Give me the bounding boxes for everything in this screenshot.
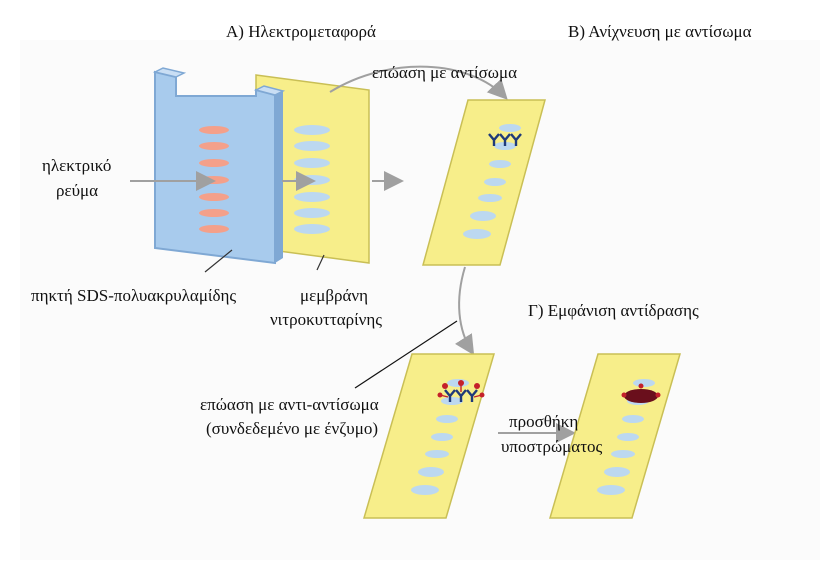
title-a: Α) Ηλεκτρομεταφορά (226, 22, 376, 41)
membrane-c2 (548, 353, 682, 519)
secondary-leader-line (354, 320, 458, 389)
title-c: Γ) Εμφάνιση αντίδρασης (528, 301, 699, 320)
signal-blob-icon (624, 389, 658, 403)
membrane-label-line1: μεμβράνη (300, 286, 368, 305)
secondary-arrow (454, 266, 475, 356)
incubate-secondary-label-line1: επώαση με αντι-αντίσωμα (200, 395, 379, 414)
antibody-icon (488, 133, 522, 146)
incubate-secondary-label-line2: (συνδεδεμένο με ένζυμο) (206, 419, 378, 438)
substrate-label-line2: υποστρώματος (501, 437, 603, 456)
membrane-label-line2: νιτροκυτταρίνης (270, 310, 382, 329)
gel-slab (152, 67, 286, 265)
substrate-label-line1: προσθήκη (509, 412, 579, 431)
membrane-leader-line (316, 254, 325, 271)
enzyme-icon (437, 380, 485, 398)
incubate-antibody-label: επώαση με αντίσωμα (372, 63, 517, 82)
gel-bands (199, 126, 229, 233)
gel-label: πηκτή SDS-πολυακρυλαμίδης (31, 286, 237, 305)
title-b: Β) Ανίχνευση με αντίσωμα (568, 22, 752, 41)
secondary-antibody-icon (444, 389, 478, 402)
current-label-line2: ρεύμα (56, 181, 99, 200)
membrane-b (422, 99, 546, 266)
current-label-line1: ηλεκτρικό (42, 156, 112, 175)
gel-leader-line (204, 249, 233, 273)
incubation-arrow (329, 65, 508, 100)
membrane-c1 (362, 353, 496, 519)
